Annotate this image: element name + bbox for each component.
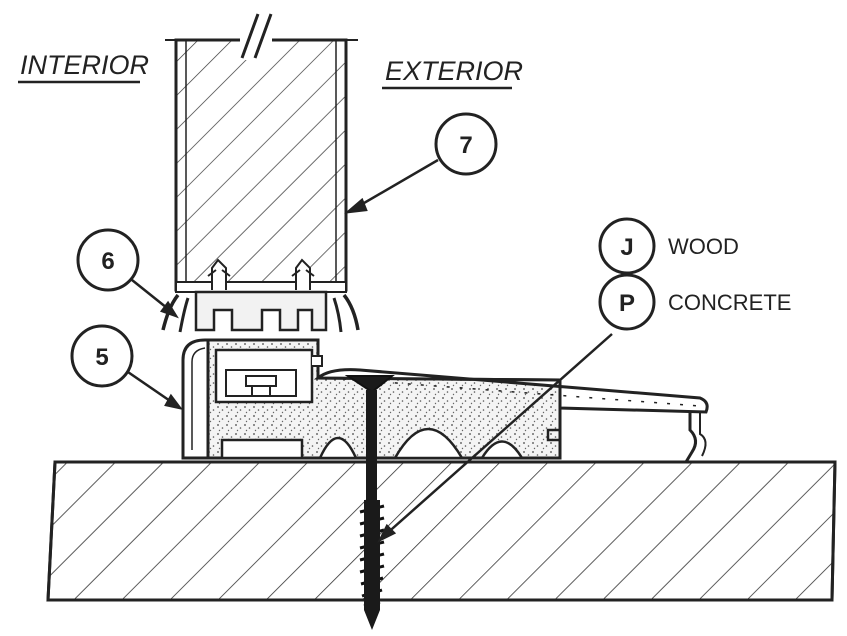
door-panel — [165, 13, 358, 293]
interior-label: INTERIOR — [18, 50, 149, 84]
svg-text:J: J — [620, 234, 633, 261]
svg-text:EXTERIOR: EXTERIOR — [385, 56, 523, 86]
callout-p: P — [598, 273, 656, 331]
svg-text:7: 7 — [459, 132, 472, 159]
exterior-label: EXTERIOR — [382, 56, 523, 90]
substrate-slab — [46, 460, 837, 602]
svg-text:6: 6 — [101, 248, 114, 275]
break-mark — [240, 13, 273, 60]
callout-5: 5 — [70, 324, 134, 388]
svg-text:5: 5 — [95, 344, 108, 371]
threshold-extrusion — [181, 338, 709, 463]
callout-j: J — [598, 217, 656, 275]
svg-text:INTERIOR: INTERIOR — [20, 50, 149, 80]
callout-7: 7 — [434, 112, 498, 176]
anchor-screw — [344, 375, 395, 630]
legend-concrete: CONCRETE — [668, 290, 791, 315]
leader-lines — [124, 158, 613, 543]
callout-6: 6 — [76, 228, 140, 292]
legend-wood: WOOD — [668, 234, 739, 259]
svg-text:P: P — [619, 290, 635, 317]
door-sweep — [161, 258, 360, 333]
